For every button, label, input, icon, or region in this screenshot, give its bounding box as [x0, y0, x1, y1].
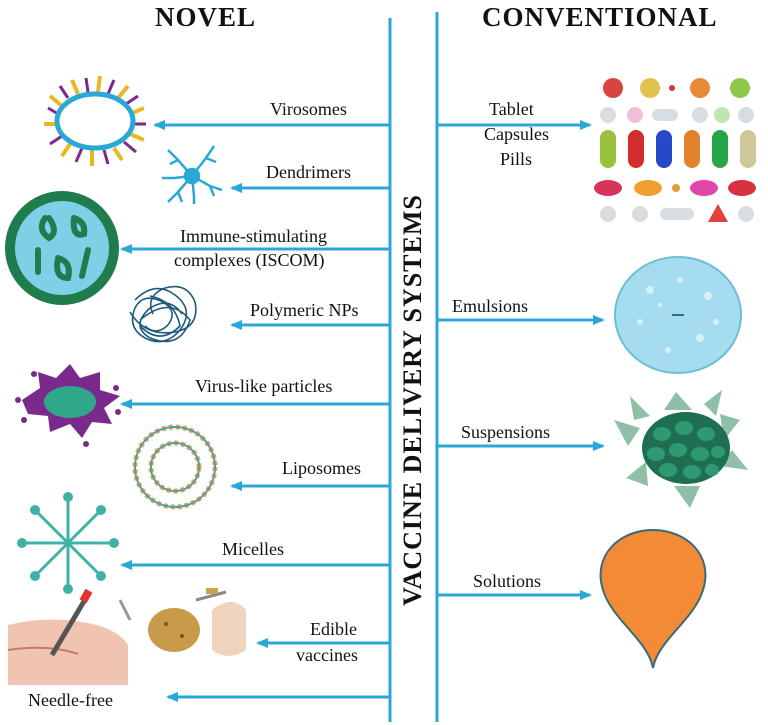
label-iscom-line2: complexes (ISCOM): [174, 250, 325, 270]
pills-icon: [594, 78, 756, 222]
label-liposomes: Liposomes: [282, 458, 361, 478]
emulsion-icon: [614, 256, 742, 374]
polymeric-np-icon: [129, 285, 197, 343]
virosome-icon: [44, 75, 146, 166]
conventional-header: CONVENTIONAL: [482, 2, 718, 32]
label-dendrimers: Dendrimers: [266, 162, 351, 182]
suspension-icon: [614, 390, 748, 508]
novel-header: NOVEL: [155, 2, 257, 32]
liposome-icon: [132, 424, 218, 510]
label-suspensions: Suspensions: [461, 422, 551, 442]
label-virus-like-particles: Virus-like particles: [195, 376, 333, 396]
syringe-hand-icon: [195, 588, 246, 656]
vlp-icon: [15, 364, 121, 447]
iscom-icon: [5, 191, 119, 305]
label-needle-free: Needle-free: [28, 690, 113, 710]
label-emulsions: Emulsions: [452, 296, 529, 316]
label-capsules: Capsules: [484, 124, 549, 144]
label-pills: Pills: [500, 149, 533, 169]
solution-icon: [599, 528, 707, 669]
label-polymeric-nps: Polymeric NPs: [250, 300, 359, 320]
label-edible-line1: Edible: [310, 619, 357, 639]
center-title: VACCINE DELIVERY SYSTEMS: [398, 194, 427, 606]
label-tablet: Tablet: [489, 99, 534, 119]
label-micelles: Micelles: [222, 539, 284, 559]
dendrimer-icon: [162, 145, 223, 204]
potato-icon: [148, 608, 200, 652]
micelle-icon: [17, 492, 119, 594]
label-iscom-line1: Immune-stimulating: [180, 226, 327, 246]
center-title-wrap: VACCINE DELIVERY SYSTEMS: [394, 80, 432, 720]
needle-free-icon: [7, 588, 132, 685]
label-edible-line2: vaccines: [296, 645, 358, 665]
label-solutions: Solutions: [473, 571, 542, 591]
label-virosomes: Virosomes: [270, 99, 347, 119]
